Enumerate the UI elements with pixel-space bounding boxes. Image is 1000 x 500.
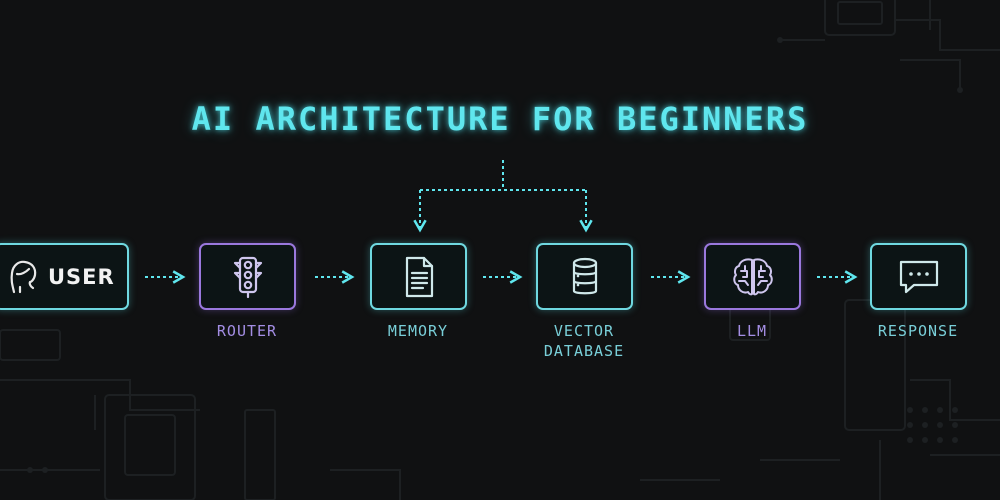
node-response-label: RESPONSE [877, 322, 959, 340]
node-memory-label: MEMORY [387, 322, 449, 340]
document-icon [405, 256, 433, 297]
diagram-title: AI ARCHITECTURE FOR BEGINNERS [191, 100, 809, 138]
node-memory [370, 243, 467, 310]
node-router [199, 243, 296, 310]
database-icon [572, 257, 597, 294]
node-response [870, 243, 967, 310]
chat-bubble-icon [899, 260, 938, 293]
brain-icon [732, 257, 773, 295]
node-vector-database-label: VECTOR DATABASE [543, 322, 625, 360]
node-vector-database [536, 243, 633, 310]
node-llm [704, 243, 801, 310]
node-user-label: USER [48, 264, 115, 289]
node-user: USER [0, 243, 129, 310]
node-router-label: ROUTER [216, 322, 278, 340]
traffic-light-icon [233, 256, 262, 298]
node-llm-label: LLM [736, 322, 768, 340]
user-icon [10, 260, 37, 293]
